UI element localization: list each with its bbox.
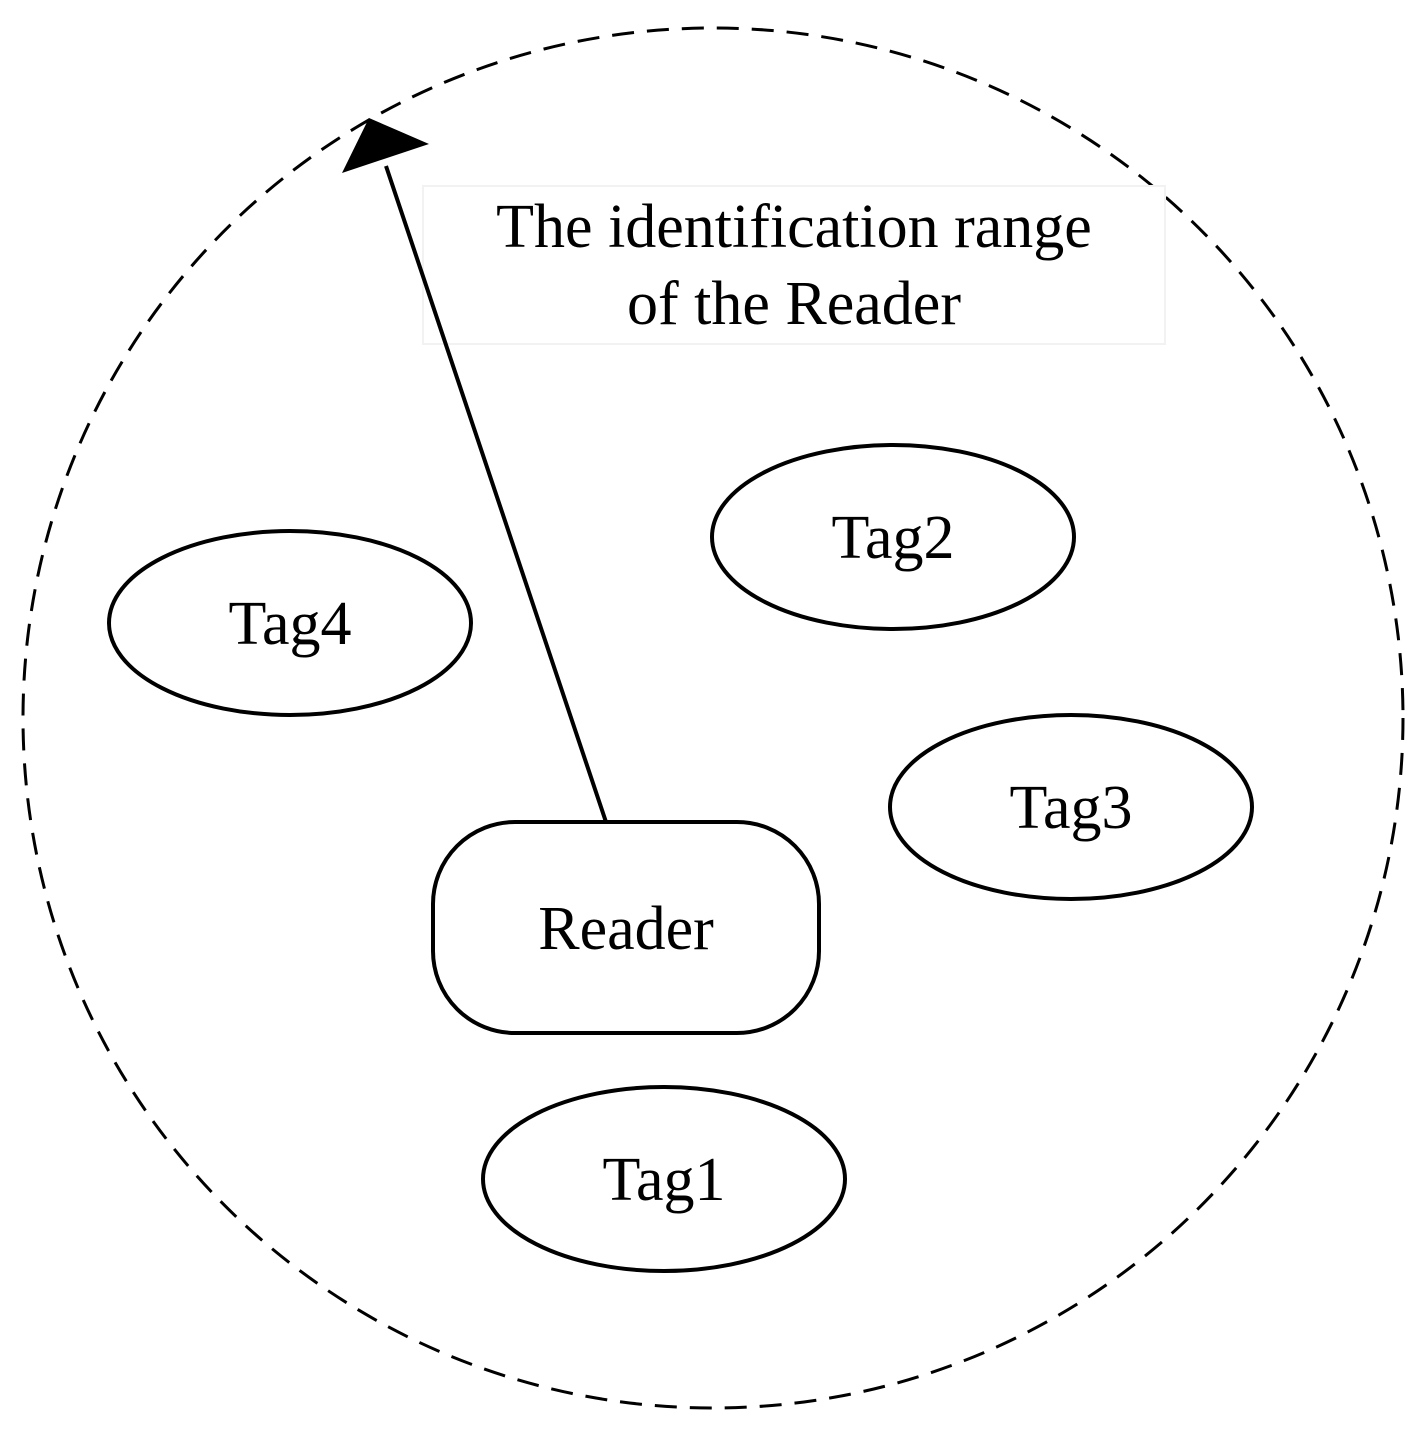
range-radius-arrow (342, 118, 608, 823)
tag4-ellipse (107, 529, 473, 717)
range-radius-line (384, 165, 608, 823)
tag1-ellipse (481, 1085, 847, 1273)
tag1-label: Tag1 (602, 1146, 725, 1214)
tag2-node: Tag2 (710, 443, 1076, 631)
range-radius-arrowhead (342, 118, 429, 173)
tag2-label: Tag2 (831, 504, 954, 572)
tag3-ellipse (888, 713, 1254, 901)
tag2-ellipse (710, 443, 1076, 631)
range-caption-line-1: The identification range (496, 193, 1092, 261)
tag1-node: Tag1 (481, 1085, 847, 1273)
tag4-node: Tag4 (107, 529, 473, 717)
identification-range-circle (21, 26, 1405, 1410)
reader-label: Reader (538, 895, 714, 963)
range-caption: The identification range of the Reader (422, 185, 1166, 345)
range-caption-line-2: of the Reader (627, 270, 961, 338)
reader-node: Reader (431, 820, 821, 1035)
reader-box (431, 820, 821, 1035)
tag3-node: Tag3 (888, 713, 1254, 901)
tag4-label: Tag4 (228, 590, 351, 658)
range-caption-box (422, 185, 1166, 345)
tag3-label: Tag3 (1009, 774, 1132, 842)
